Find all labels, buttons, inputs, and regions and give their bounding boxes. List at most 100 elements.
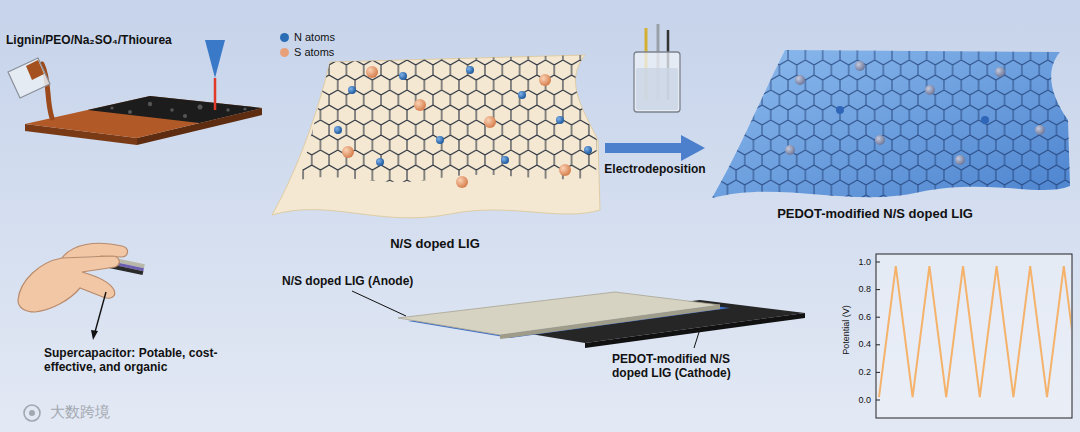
pore [198,105,203,110]
sheet-panel: N/S doped LIG [265,60,605,255]
sheet [272,55,600,218]
s-atom [342,146,354,158]
laser-beam [214,78,217,110]
tick-label: 1.0 [858,257,871,268]
sheet [712,50,1070,198]
atom [795,75,805,85]
beaker-liquid [26,60,44,80]
tick-mark [876,344,880,345]
tick-label: 0.4 [858,339,871,350]
n-atom [584,146,592,154]
s-atom [414,99,426,111]
tick-label: 0.0 [858,395,871,406]
pore [183,114,187,118]
hex-lattice [712,50,1070,198]
n-atom [518,91,526,99]
tick-mark [876,372,880,373]
laser [205,40,225,110]
tick-label: 0.6 [858,312,871,323]
pointer-line [95,292,106,332]
pore [226,108,229,111]
part-label: PEDOT-modified N/S doped LIG (Cathode) [612,352,752,381]
film-top [25,96,262,138]
part-label: Lignin/PEO/Na₂SO₄/Thiourea [6,33,172,47]
palm [18,256,119,312]
n-atom [556,116,564,124]
n-atoms [334,66,592,166]
process-arrow [605,143,681,153]
legend-entry: N atoms [280,31,335,43]
electrolyte [636,68,678,110]
legend-swatch [280,33,289,42]
n-atom [348,86,356,94]
anode-edge [500,305,720,339]
n-atom [501,156,509,164]
atom [836,106,844,114]
atom [981,116,989,124]
atom [925,85,935,95]
pedot-sheet [712,50,1070,198]
pores [110,102,246,118]
tick-mark [876,400,880,401]
laser-scribed-area [88,96,263,123]
legend-text: S atoms [294,46,334,58]
s-atom [366,66,378,78]
beaker-glass [8,58,50,98]
laser-head [205,40,225,78]
watermark: 大数跨境 [50,403,110,421]
leader-line [694,329,700,348]
pore [148,102,152,106]
atom [875,135,885,145]
n-atom [399,72,407,80]
tick-label: 0.2 [858,367,871,378]
arrow-label: Electrodeposition [604,162,705,176]
part-label: N/S doped LIG (Anode) [282,274,413,288]
leader-line [352,291,406,316]
atom [1035,125,1045,135]
beaker [8,58,52,118]
electrochemical-cell [634,24,680,112]
atom [995,67,1005,77]
part-label: Supercapacitor: Potable, cost-effective,… [44,346,244,375]
pore [110,106,113,109]
gcd-chart [876,254,1080,418]
precursor-film [25,96,262,145]
s-atoms [342,66,571,188]
n-atom [436,136,444,144]
axis-title: Potential (V) [841,305,852,355]
finger [62,243,128,258]
tick-mark [876,317,880,318]
supercapacitor-stack [352,291,805,348]
pointer-head [91,330,98,340]
charge-discharge-curve [879,266,1071,397]
pore [243,107,246,110]
hex-lattice [300,55,597,182]
tick-mark [876,262,880,263]
atom [785,145,795,155]
axis-ticks [876,262,880,400]
n-atom [376,158,384,166]
pore [128,110,132,114]
s-atom [559,164,571,176]
legend-text: N atoms [294,31,335,43]
n-atom [466,66,474,74]
ns-graphene-sheet [272,55,600,218]
hand [18,243,145,340]
logo-dot [29,410,35,416]
atom [855,61,865,71]
legend-swatch [280,48,289,57]
watermark-logo [24,405,40,421]
atom [955,155,965,165]
sheet-caption: PEDOT-modified N/S doped LIG [777,206,973,221]
sheet-panel: PEDOT-modified N/S doped LIG [705,40,1045,225]
tick-label: 0.8 [858,284,871,295]
dopant-atoms [785,61,1045,165]
pore [170,108,174,112]
sheet-caption: N/S doped LIG [390,236,480,251]
s-atom [484,116,496,128]
s-atom [456,176,468,188]
n-atom [334,126,342,134]
logo-ring [24,405,40,421]
tick-mark [876,289,880,290]
